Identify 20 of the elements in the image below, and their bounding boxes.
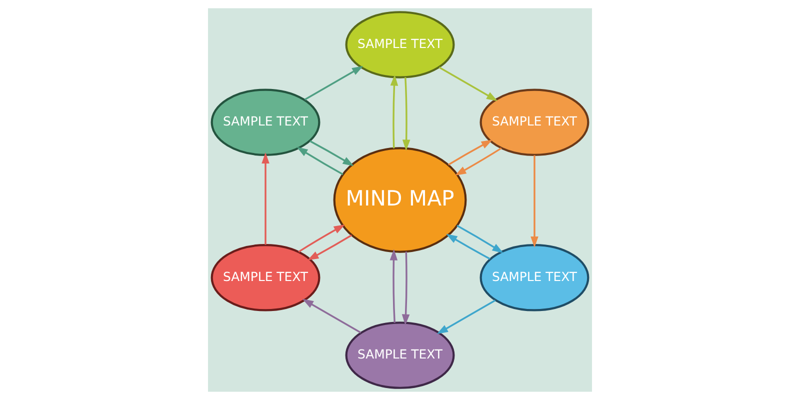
arrow	[304, 66, 364, 100]
arrow	[262, 152, 270, 245]
node-ellipse: SAMPLE TEXT	[345, 322, 455, 389]
arrow	[530, 155, 538, 248]
arrow	[438, 66, 498, 102]
node-ellipse: SAMPLE TEXT	[345, 11, 455, 78]
arrow	[310, 140, 354, 166]
arrow	[456, 224, 504, 254]
arrow	[446, 234, 490, 260]
arrow	[402, 77, 410, 151]
arrow	[296, 146, 344, 176]
arrow	[448, 140, 493, 166]
arrow	[302, 298, 362, 334]
arrow	[402, 252, 410, 326]
arrow	[390, 74, 398, 148]
arrow	[390, 249, 398, 323]
arrow	[436, 300, 496, 334]
arrow	[455, 147, 502, 176]
arrow	[308, 234, 352, 260]
arrow	[298, 224, 345, 253]
